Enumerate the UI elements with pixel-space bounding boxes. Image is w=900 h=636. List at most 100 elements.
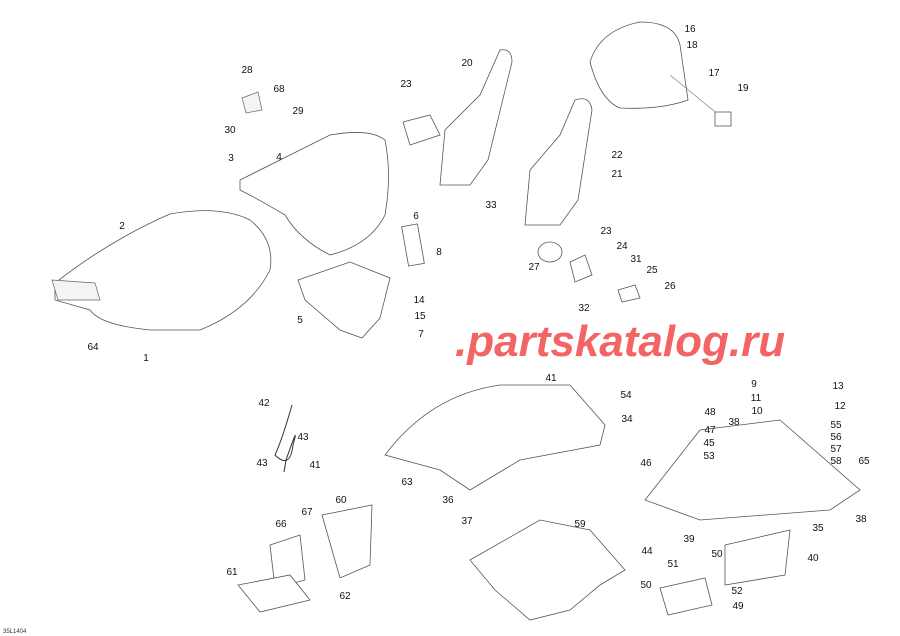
seat-rear (239, 132, 389, 256)
callout-50: 50 (711, 549, 723, 560)
seat-handle (51, 279, 101, 301)
callout-10: 10 (751, 406, 763, 417)
knob (714, 111, 732, 127)
bracket-left (439, 49, 513, 186)
callout-46: 46 (640, 458, 652, 469)
callout-60: 60 (335, 495, 347, 506)
callout-40: 40 (807, 553, 819, 564)
part-61 (237, 574, 311, 613)
frame-40 (724, 529, 791, 586)
callout-37: 37 (461, 516, 473, 527)
callout-14: 14 (413, 295, 425, 306)
watermark: .partskatalog.ru (455, 317, 785, 366)
callout-64: 64 (87, 342, 99, 353)
callout-23: 23 (400, 79, 412, 90)
callout-38: 38 (728, 417, 740, 428)
callout-45: 45 (703, 438, 715, 449)
callout-1: 1 (143, 353, 149, 364)
callout-9: 9 (751, 379, 757, 390)
callout-53: 53 (703, 451, 715, 462)
callout-62: 62 (339, 591, 351, 602)
callout-25: 25 (646, 265, 658, 276)
callout-24: 24 (616, 241, 628, 252)
callout-30: 30 (224, 125, 236, 136)
callout-17: 17 (708, 68, 720, 79)
callout-18: 18 (686, 40, 698, 51)
callout-51: 51 (667, 559, 679, 570)
callout-67: 67 (301, 507, 313, 518)
callout-12: 12 (834, 401, 846, 412)
mat-59 (469, 519, 626, 621)
storage-tub (384, 384, 606, 491)
callout-22: 22 (611, 150, 623, 161)
drawing-code: 35L1404 (3, 629, 27, 635)
callout-31: 31 (630, 254, 642, 265)
callout-19: 19 (737, 83, 749, 94)
callout-59: 59 (574, 519, 586, 530)
callout-44: 44 (641, 546, 653, 557)
part-23b (569, 254, 593, 283)
callout-34: 34 (621, 414, 633, 425)
callout-27: 27 (528, 262, 540, 273)
box-23 (402, 114, 441, 146)
callout-65: 65 (858, 456, 870, 467)
callout-3: 3 (228, 153, 234, 164)
part-27 (537, 241, 563, 263)
cable-42 (274, 404, 296, 473)
callout-6: 6 (413, 211, 419, 222)
callout-36: 36 (442, 495, 454, 506)
callout-2: 2 (119, 221, 125, 232)
part-66 (269, 534, 306, 589)
callout-23: 23 (600, 226, 612, 237)
callout-26: 26 (664, 281, 676, 292)
bracket-right (524, 98, 593, 226)
callout-47: 47 (704, 425, 716, 436)
callout-57: 57 (830, 444, 842, 455)
callout-66: 66 (275, 519, 287, 530)
bracket-49 (659, 577, 713, 616)
callout-15: 15 (414, 311, 426, 322)
callout-52: 52 (731, 586, 743, 597)
backrest (589, 21, 689, 109)
plate-6 (401, 223, 425, 267)
callout-41: 41 (545, 373, 557, 384)
callout-63: 63 (401, 477, 413, 488)
callout-29: 29 (292, 106, 304, 117)
parts-drawing (51, 21, 861, 621)
callout-41: 41 (309, 460, 321, 471)
callout-68: 68 (273, 84, 285, 95)
callout-7: 7 (418, 329, 424, 340)
callout-58: 58 (830, 456, 842, 467)
callout-49: 49 (732, 601, 744, 612)
callout-4: 4 (276, 152, 282, 163)
callout-21: 21 (611, 169, 623, 180)
callout-32: 32 (578, 303, 590, 314)
callout-38: 38 (855, 514, 867, 525)
callout-35: 35 (812, 523, 824, 534)
callout-11: 11 (751, 393, 762, 404)
callout-33: 33 (485, 200, 497, 211)
part-60 (321, 504, 373, 579)
part-28 (241, 91, 263, 114)
callout-39: 39 (683, 534, 695, 545)
part-25 (617, 284, 641, 303)
callout-61: 61 (226, 567, 238, 578)
callout-56: 56 (830, 432, 842, 443)
callout-48: 48 (704, 407, 716, 418)
callout-28: 28 (241, 65, 253, 76)
callout-42: 42 (258, 398, 270, 409)
callout-50: 50 (640, 580, 652, 591)
callout-55: 55 (830, 420, 842, 431)
callout-13: 13 (832, 381, 844, 392)
tray-5 (297, 261, 391, 339)
callout-5: 5 (297, 315, 303, 326)
frame-35 (644, 419, 861, 521)
callout-8: 8 (436, 247, 442, 258)
callout-43: 43 (297, 432, 309, 443)
seat-front (54, 210, 272, 331)
callout-20: 20 (461, 58, 473, 69)
callout-16: 16 (684, 24, 696, 35)
